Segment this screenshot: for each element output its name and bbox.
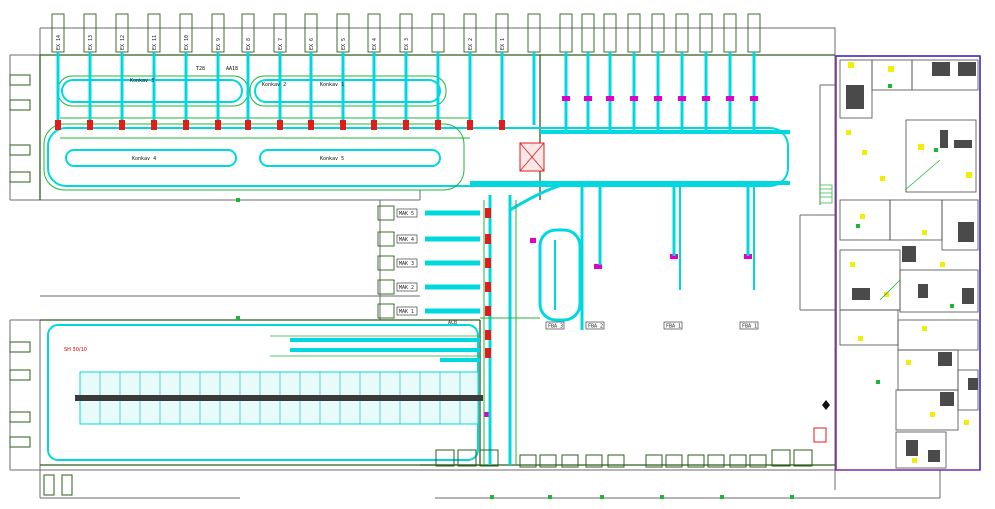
dock-label-ex3: EX 3	[404, 38, 410, 50]
mak-label-5: MAK 5	[399, 211, 414, 217]
small-label-aa18: AA18	[226, 66, 238, 72]
dock-label-ex1: EX 1	[500, 38, 506, 50]
magenta-markers	[484, 96, 758, 417]
office-area	[835, 55, 981, 471]
dock-label-ex14: EX 14	[56, 35, 62, 50]
dock-label-ex5: EX 5	[341, 38, 347, 50]
loop-labels: Konkav 3 Konkav 2 Konkav 1 Konkav 4 Konk…	[130, 66, 344, 162]
dock-label-ex11: EX 11	[152, 35, 158, 50]
column-markers	[236, 198, 794, 499]
misc-label: ACB	[448, 320, 457, 326]
sorter-area: SH 30/10 ACB	[47, 320, 483, 461]
loop-label-2: Konkav 2	[262, 82, 286, 88]
loop-label-4: Konkav 4	[132, 156, 156, 162]
mak-label-3: MAK 3	[399, 261, 414, 267]
left-truck-docks	[9, 74, 73, 496]
stair-marks	[819, 184, 833, 204]
mak-label-4: MAK 4	[399, 237, 414, 243]
small-label-t28: T28	[196, 66, 205, 72]
loop-label-1: Konkav 3	[130, 78, 154, 84]
loop-label-3: Konkav 1	[320, 82, 344, 88]
feeder-label-2: FBA 2	[588, 324, 603, 330]
dock-drops	[56, 52, 756, 130]
feeder-label-1b: FBA 1	[742, 324, 757, 330]
dock-label-ex10: EX 10	[184, 35, 190, 50]
green-routes-middle	[480, 200, 540, 465]
diamond-marker	[822, 400, 830, 410]
feeder-loop	[538, 228, 582, 322]
dock-label-ex13: EX 13	[88, 35, 94, 50]
dock-label-ex2: EX 2	[468, 38, 474, 50]
building-outline	[9, 27, 941, 499]
red-markers-top	[55, 120, 505, 130]
bottom-doors	[435, 449, 865, 468]
dock-label-ex6: EX 6	[309, 38, 315, 50]
dock-label-ex4: EX 4	[372, 38, 378, 50]
top-docks: EX 14 EX 13 EX 12 EX 11 EX 10 EX 9 EX 8 …	[51, 13, 761, 53]
loop-label-5: Konkav 5	[320, 156, 344, 162]
dock-label-ex9: EX 9	[216, 38, 222, 50]
feeder-label-1a: FBA 1	[666, 324, 681, 330]
feeder-label-3: FBA 3	[548, 324, 563, 330]
mak-label-2: MAK 2	[399, 285, 414, 291]
dock-label-ex12: EX 12	[120, 35, 126, 50]
middle-trunks	[488, 181, 755, 465]
dock-label-ex8: EX 8	[246, 38, 252, 50]
lift-block	[519, 142, 545, 172]
mak-label-1: MAK 1	[399, 309, 414, 315]
dock-label-ex7: EX 7	[278, 38, 284, 50]
sorter-label: SH 30/10	[64, 347, 87, 353]
loop-conveyor-zone	[47, 79, 790, 187]
mak-stations: MAK 5 MAK 4 MAK 3 MAK 2 MAK 1	[377, 205, 491, 358]
feeder-labels: FBA 3 FBA 2 FBA 1 FBA 1	[545, 321, 759, 330]
